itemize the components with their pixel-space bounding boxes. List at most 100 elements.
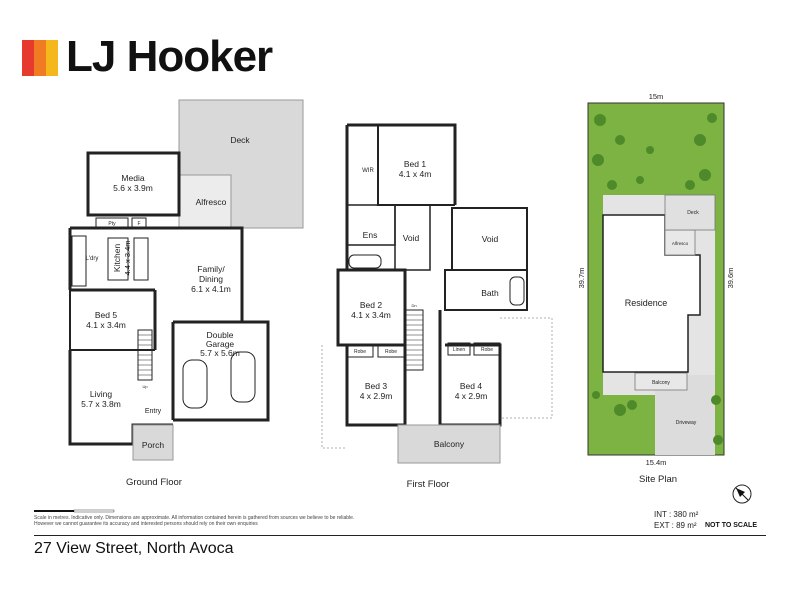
gf-garage-label: Double (207, 330, 234, 340)
first-floor-caption: First Floor (407, 479, 450, 490)
gf-garage-label-2: Garage (206, 339, 235, 349)
brand-logo-mark (22, 40, 58, 76)
ff-bed2-dim: 4.1 x 3.4m (351, 310, 391, 320)
gf-ldry-label: L'dry (86, 256, 99, 262)
gf-media-walls (86, 151, 181, 217)
ff-roof-outline (321, 317, 553, 449)
gf-alfresco-label: Alfresco (196, 197, 227, 207)
gf-bed5-dim: 4.1 x 3.4m (86, 320, 126, 330)
ff-dn-label: Dn (411, 303, 416, 308)
int-label: INT : (654, 510, 672, 519)
ff-bed1-dim: 4.1 x 4m (399, 169, 432, 179)
ff-linen (447, 342, 471, 356)
logo-bar-yellow (46, 40, 58, 76)
external-area: EXT : 89 m² (654, 521, 697, 530)
ff-bed1-ens-walls (345, 125, 395, 272)
gf-family-dim: 6.1 x 4.1m (191, 284, 231, 294)
site-deck (664, 194, 716, 231)
ff-bath-walls (444, 269, 528, 311)
gf-car-left (182, 359, 208, 409)
gf-fridge-label: F (137, 221, 140, 227)
gf-car-right (230, 351, 256, 403)
ff-void2-label: Void (482, 234, 499, 244)
site-driveway-label: Driveway (676, 420, 697, 426)
gf-media-dim: 5.6 x 3.9m (113, 183, 153, 193)
internal-area: INT : 380 m² (654, 510, 698, 519)
ff-robe3 (473, 342, 501, 356)
logo-bar-red (22, 40, 34, 76)
site-trees (592, 113, 723, 445)
ff-bed3-walls (345, 345, 407, 427)
site-residence-label: Residence (625, 298, 668, 308)
gf-stairs (137, 329, 153, 381)
ff-robe2 (377, 344, 405, 358)
ff-void1-label: Void (403, 233, 420, 243)
disclaimer-text: Scale in metres. Indicative only. Dimens… (34, 515, 355, 527)
gf-living-dim: 5.7 x 3.8m (81, 399, 121, 409)
ff-robe3-label: Robe (481, 347, 493, 353)
gf-pantry (95, 217, 129, 229)
logo-bar-orange (34, 40, 46, 76)
scale-bar (34, 509, 115, 513)
gf-kitchen-bench (107, 237, 129, 281)
site-depth-right: 39.6m (726, 268, 735, 289)
gf-garage-walls (173, 320, 270, 422)
footer-divider (34, 535, 766, 536)
ext-value: 89 m² (676, 521, 697, 530)
ff-bed4-label: Bed 4 (460, 381, 482, 391)
gf-deck-label: Deck (230, 135, 250, 145)
north-arrow-icon (732, 484, 752, 504)
ff-ens-label: Ens (363, 230, 378, 240)
not-to-scale-note: NOT TO SCALE (705, 522, 757, 529)
gf-up-label: Up (142, 384, 148, 389)
ff-linen-label: Linen (453, 347, 465, 353)
gf-living-label: Living (90, 389, 112, 399)
ff-robe2-label: Robe (385, 349, 397, 355)
gf-pty-label: Pty (108, 221, 116, 227)
site-balcony (634, 372, 688, 391)
site-balcony-label: Balcony (652, 380, 670, 386)
gf-porch-label: Porch (142, 440, 164, 450)
site-width-bottom: 15.4m (646, 458, 667, 467)
gf-kitchen-label: Kitchen (112, 244, 122, 273)
site-alfresco (664, 229, 696, 256)
ground-floor-caption: Ground Floor (126, 477, 182, 488)
ff-ens-bath (348, 254, 382, 269)
ff-bath-label: Bath (481, 288, 499, 298)
ff-bath-tub (509, 276, 525, 306)
site-depth-left: 39.7m (577, 268, 586, 289)
site-plan-caption: Site Plan (639, 474, 677, 485)
ff-north-wall (347, 123, 457, 205)
ff-robe1-label: Robe (354, 349, 366, 355)
property-address: 27 View Street, North Avoca (34, 540, 234, 557)
ff-bed4-walls (438, 310, 502, 427)
ff-bed3-dim: 4 x 2.9m (360, 391, 393, 401)
site-deck-label: Deck (687, 210, 699, 216)
site-width-top: 15m (649, 92, 664, 101)
gf-media-label: Media (121, 173, 144, 183)
gf-garage-dim: 5.7 x 5.6m (200, 348, 240, 358)
ext-label: EXT : (654, 521, 674, 530)
gf-porch-area (132, 424, 174, 461)
ff-balcony-label: Balcony (434, 439, 465, 449)
ff-robe1 (346, 344, 374, 358)
gf-family-label: Family/ (197, 264, 225, 274)
int-value: 380 m² (673, 510, 699, 519)
gf-kitchen-dim: 4.4 x 3.4m (123, 240, 132, 275)
gf-kitchen-island (133, 237, 149, 281)
gf-dining-label: Dining (199, 274, 223, 284)
ff-void1-walls (394, 205, 431, 271)
ff-bed3-label: Bed 3 (365, 381, 387, 391)
ff-bed4-dim: 4 x 2.9m (455, 391, 488, 401)
gf-bed5-label: Bed 5 (95, 310, 117, 320)
gf-fridge (131, 217, 147, 229)
ff-bed1-label: Bed 1 (404, 159, 426, 169)
ff-bed2-label: Bed 2 (360, 300, 382, 310)
gf-laundry (71, 235, 87, 287)
ff-wir-label: WIR (362, 168, 374, 174)
ff-balcony-area (397, 424, 501, 464)
site-alfresco-label: Alfresco (672, 241, 689, 246)
gf-entry-label: Entry (145, 408, 162, 415)
brand-name: LJ Hooker (66, 32, 273, 81)
